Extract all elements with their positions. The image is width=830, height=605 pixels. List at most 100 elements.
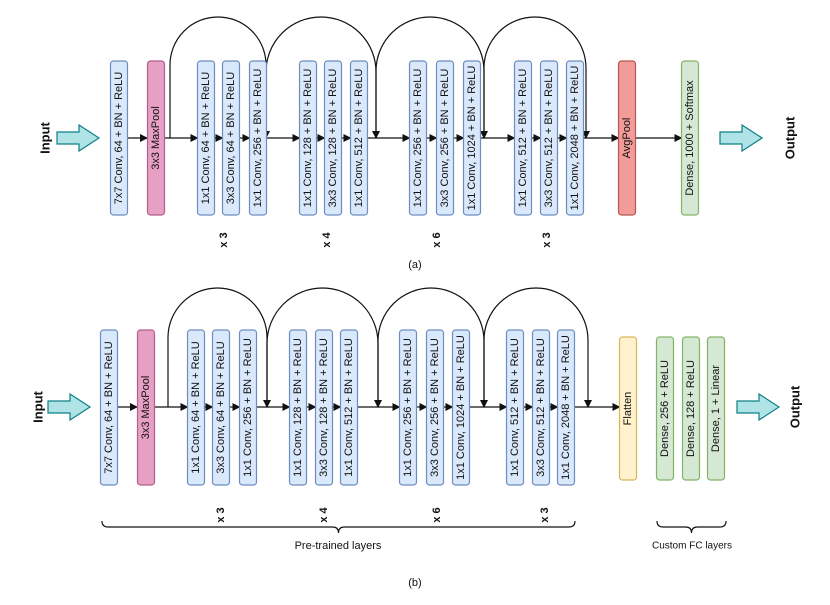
stage2-layer3-a-label: 1x1 Conv, 512 + BN + ReLU	[353, 69, 365, 208]
repeat-label-a-3: x 3	[541, 232, 553, 247]
skip-arc-a-0	[169, 16, 270, 139]
input-arrow-a	[56, 123, 101, 153]
avgpool-a-box	[617, 60, 637, 216]
pretrained-label: Pre-trained layers	[295, 540, 382, 552]
skip-arc-a-3	[483, 16, 590, 139]
dense-3-b-box	[706, 336, 726, 481]
dense-2-b: Dense, 128 + ReLU	[681, 336, 701, 481]
skip-arc-a-2	[375, 16, 488, 139]
repeat-label-b-1: x 4	[318, 506, 330, 522]
stage1-layer2-a: 3x3 Conv, 64 + BN + ReLU	[221, 60, 241, 216]
brace-custom	[656, 520, 727, 534]
stem-conv-a: 7x7 Conv, 64 + BN + ReLU	[109, 60, 129, 216]
skip-arc-b-2	[377, 287, 488, 408]
stage4-layer3-a-box	[565, 60, 585, 216]
output-arrow-a	[719, 123, 764, 153]
maxpool-a-box	[146, 60, 166, 216]
flatten-b-label: Flatten	[622, 392, 634, 426]
stage1-layer3-b: 1x1 Conv, 256 + BN + ReLU	[238, 329, 258, 486]
input-arrow-b	[47, 392, 92, 422]
flatten-b: Flatten	[618, 336, 638, 481]
dense-1-b-box	[655, 336, 675, 481]
stage2-layer2-b-label: 3x3 Conv, 128 + BN + ReLU	[318, 338, 330, 477]
stage2-layer1-a-box	[298, 60, 318, 216]
stage3-layer2-b-box	[425, 329, 445, 486]
stage1-layer1-b: 1x1 Conv, 64 + BN + ReLU	[186, 329, 206, 486]
dense-a-label: Dense, 1000 + Softmax	[684, 80, 696, 196]
stage4-layer2-a-label: 3x3 Conv, 512 + BN + ReLU	[543, 69, 555, 208]
stage2-layer1-b-label: 1x1 Conv, 128 + BN + ReLU	[292, 338, 304, 477]
repeat-label-b-3: x 3	[539, 507, 551, 522]
stem-conv-b-label: 7x7 Conv, 64 + BN + ReLU	[103, 341, 115, 474]
brace-pretrained	[101, 520, 576, 534]
stage4-layer1-b: 1x1 Conv, 512 + BN + ReLU	[505, 329, 525, 486]
stage4-layer1-b-box	[505, 329, 525, 486]
maxpool-b: 3x3 MaxPool	[136, 329, 156, 486]
stage1-layer3-b-label: 1x1 Conv, 256 + BN + ReLU	[242, 338, 254, 477]
dense-2-b-box	[681, 336, 701, 481]
stage2-layer3-b-label: 1x1 Conv, 512 + BN + ReLU	[343, 338, 355, 477]
stage2-layer3-b-box	[339, 329, 359, 486]
repeat-label-b-2: x 6	[431, 507, 443, 522]
stage4-layer2-b: 3x3 Conv, 512 + BN + ReLU	[531, 329, 551, 486]
stage1-layer1-a-label: 1x1 Conv, 64 + BN + ReLU	[200, 72, 212, 205]
maxpool-b-box	[136, 329, 156, 486]
repeat-label-a-2: x 6	[431, 232, 443, 247]
stage2-layer2-b: 3x3 Conv, 128 + BN + ReLU	[314, 329, 334, 486]
stage3-layer2-a: 3x3 Conv, 256 + BN + ReLU	[435, 60, 455, 216]
stage1-layer2-a-label: 3x3 Conv, 64 + BN + ReLU	[225, 72, 237, 205]
custom-label: Custom FC layers	[652, 541, 732, 552]
stage3-layer1-b-label: 1x1 Conv, 256 + BN + ReLU	[402, 338, 414, 477]
stage3-layer1-b: 1x1 Conv, 256 + BN + ReLU	[398, 329, 418, 486]
stage4-layer3-b: 1x1 Conv, 2048 + BN + ReLU	[556, 329, 576, 486]
stage1-layer3-b-box	[238, 329, 258, 486]
maxpool-b-label: 3x3 MaxPool	[140, 376, 152, 440]
stage4-layer3-a-label: 1x1 Conv, 2048 + BN + ReLU	[569, 66, 581, 211]
stage2-layer3-a-box	[349, 60, 369, 216]
skip-arc-b-3	[483, 287, 592, 408]
dense-1-b-label: Dense, 256 + ReLU	[659, 360, 671, 457]
stage1-layer2-a-box	[221, 60, 241, 216]
stage4-layer2-a-box	[539, 60, 559, 216]
input-label-b: Input	[31, 390, 46, 422]
stage3-layer3-b: 1x1 Conv, 1024 + BN + ReLU	[451, 329, 471, 486]
flatten-b-box	[618, 336, 638, 481]
stage4-layer2-b-label: 3x3 Conv, 512 + BN + ReLU	[535, 338, 547, 477]
dense-2-b-label: Dense, 128 + ReLU	[685, 360, 697, 457]
stem-conv-b-box	[99, 329, 119, 486]
stage2-layer2-a-label: 3x3 Conv, 128 + BN + ReLU	[327, 69, 339, 208]
skip-arc-b-1	[266, 287, 382, 408]
stage1-layer2-b: 3x3 Conv, 64 + BN + ReLU	[211, 329, 231, 486]
output-label-b: Output	[788, 385, 803, 428]
dense-3-b-label: Dense, 1 + Linear	[710, 365, 722, 452]
stage3-layer3-b-box	[451, 329, 471, 486]
maxpool-a: 3x3 MaxPool	[146, 60, 166, 216]
skip-arc-a-1	[265, 16, 380, 139]
stage3-layer2-b: 3x3 Conv, 256 + BN + ReLU	[425, 329, 445, 486]
repeat-label-a-0: x 3	[218, 232, 230, 247]
stage3-layer1-a-label: 1x1 Conv, 256 + BN + ReLU	[412, 69, 424, 208]
stage1-layer1-b-box	[186, 329, 206, 486]
stage2-layer2-a: 3x3 Conv, 128 + BN + ReLU	[323, 60, 343, 216]
stage2-layer1-a-label: 1x1 Conv, 128 + BN + ReLU	[302, 69, 314, 208]
output-arrow-b	[736, 392, 781, 422]
stem-conv-a-box	[109, 60, 129, 216]
stage3-layer3-a-label: 1x1 Conv, 1024 + BN + ReLU	[466, 66, 478, 211]
stage1-layer3-a: 1x1 Conv, 256 + BN + ReLU	[248, 60, 268, 216]
stage3-layer2-a-label: 3x3 Conv, 256 + BN + ReLU	[439, 69, 451, 208]
stage3-layer3-a: 1x1 Conv, 1024 + BN + ReLU	[462, 60, 482, 216]
caption-a: (a)	[408, 259, 421, 271]
stage2-layer2-b-box	[314, 329, 334, 486]
stage2-layer3-a: 1x1 Conv, 512 + BN + ReLU	[349, 60, 369, 216]
dense-a-box	[680, 60, 700, 216]
stage3-layer1-a: 1x1 Conv, 256 + BN + ReLU	[408, 60, 428, 216]
stage4-layer3-b-label: 1x1 Conv, 2048 + BN + ReLU	[560, 335, 572, 480]
stage4-layer3-b-box	[556, 329, 576, 486]
repeat-label-a-1: x 4	[321, 231, 333, 247]
dense-1-b: Dense, 256 + ReLU	[655, 336, 675, 481]
dense-3-b: Dense, 1 + Linear	[706, 336, 726, 481]
stage4-layer2-b-box	[531, 329, 551, 486]
avgpool-a-label: AvgPool	[621, 118, 633, 159]
stage1-layer3-a-label: 1x1 Conv, 256 + BN + ReLU	[252, 69, 264, 208]
stem-conv-a-label: 7x7 Conv, 64 + BN + ReLU	[113, 72, 125, 205]
